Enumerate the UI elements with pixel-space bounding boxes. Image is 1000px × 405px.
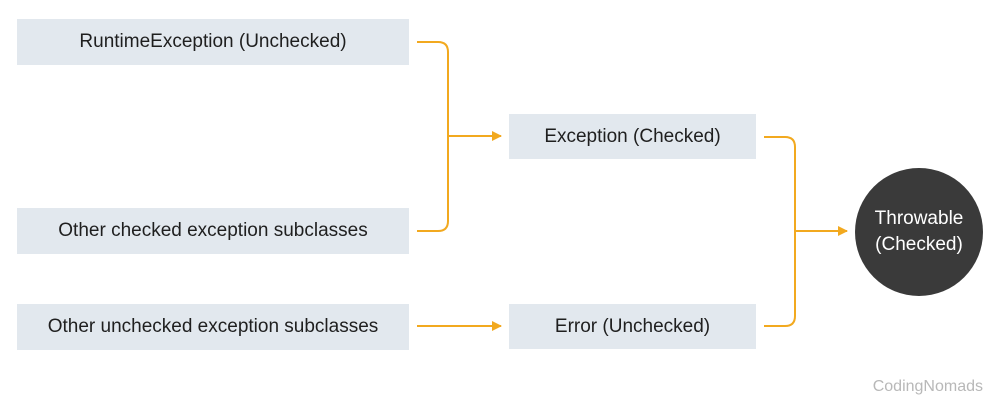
node-label: Exception (Checked) [544, 125, 721, 147]
node-throwable: Throwable (Checked) [855, 168, 983, 296]
node-label: RuntimeException (Unchecked) [79, 31, 347, 52]
node-label: Error (Unchecked) [554, 315, 711, 337]
node-other-unchecked-subclasses: Other unchecked exception subclasses [17, 304, 409, 350]
node-label-line1: Throwable [874, 208, 964, 229]
node-runtime-exception: RuntimeException (Unchecked) [17, 19, 409, 65]
node-error: Error (Unchecked) [509, 304, 756, 349]
node-exception: Exception (Checked) [509, 114, 756, 159]
watermark: CodingNomads [872, 378, 983, 395]
node-other-checked-subclasses: Other checked exception subclasses [17, 208, 409, 254]
node-label-line2: (Checked) [875, 234, 963, 255]
connector-to-exception [417, 41, 449, 232]
node-label: Other checked exception subclasses [58, 220, 368, 241]
node-label: Other unchecked exception subclasses [47, 316, 379, 337]
connector-to-throwable [764, 136, 796, 327]
